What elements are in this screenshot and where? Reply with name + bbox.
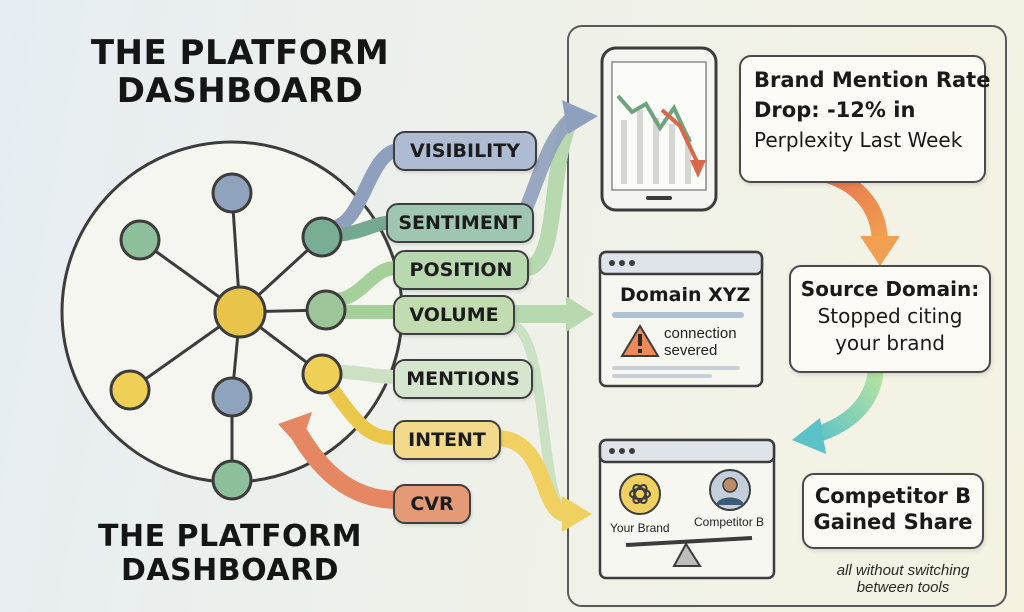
arrow-head-cvr — [278, 412, 312, 448]
pill-mentions: MENTIONS — [393, 359, 533, 399]
hub-node — [213, 285, 267, 339]
alert-line-2: Drop: -12% in — [754, 98, 916, 122]
pill-cvr: CVR — [393, 484, 471, 524]
arrow-head-compare — [562, 496, 592, 532]
competitor-label: Competitor B — [694, 515, 765, 529]
comparison-window — [598, 438, 776, 580]
arrow-head-domain — [566, 296, 594, 332]
phone-drop-line — [660, 108, 700, 165]
flow-arrow-red-head — [860, 236, 900, 266]
domain-window — [598, 250, 764, 388]
connector-position — [331, 261, 403, 307]
domain-title: Domain XYZ — [620, 284, 751, 306]
arrow-cvr-to-network — [290, 427, 399, 509]
phone-chart-bars — [621, 110, 691, 184]
pill-visibility: VISIBILITY — [393, 131, 537, 171]
domain-status: connection severed — [664, 325, 737, 359]
title-bottom: THE PLATFORM DASHBOARD — [98, 519, 362, 588]
title-top: THE PLATFORM DASHBOARD — [90, 33, 390, 112]
your-brand-label: Your Brand — [610, 521, 670, 535]
balance-beam — [625, 536, 753, 547]
source-line-2: Stopped citing — [817, 304, 963, 328]
pill-position: POSITION — [393, 250, 529, 290]
network-nodes — [109, 172, 347, 501]
alert-box: Brand Mention Rate Drop: -12% in Perplex… — [739, 55, 990, 183]
your-brand-logo-icon — [619, 473, 661, 515]
result-line-1: Competitor B — [814, 484, 972, 508]
connector-mentions — [331, 365, 403, 384]
flow-arrow-teal — [809, 368, 884, 444]
source-line-1: Source Domain: — [800, 277, 980, 301]
alert-line-1: Brand Mention Rate — [754, 68, 991, 92]
alert-line-3: Perplexity Last Week — [754, 128, 963, 152]
connector-intent — [323, 378, 403, 445]
pill-sentiment: SENTIMENT — [386, 203, 534, 243]
flow-arrow-teal-head — [792, 418, 826, 454]
source-box: Source Domain: Stopped citing your brand — [789, 265, 991, 373]
arrow-intent-to-compare — [496, 430, 569, 522]
pill-volume: VOLUME — [393, 295, 515, 335]
connector-visibility — [331, 143, 407, 233]
source-line-3: your brand — [835, 331, 945, 355]
arrow-head-phone — [562, 100, 598, 134]
footnote: all without switching between tools — [836, 562, 970, 597]
pill-intent: INTENT — [393, 420, 501, 460]
result-box: Competitor B Gained Share — [802, 473, 984, 549]
result-line-2: Gained Share — [813, 510, 973, 534]
